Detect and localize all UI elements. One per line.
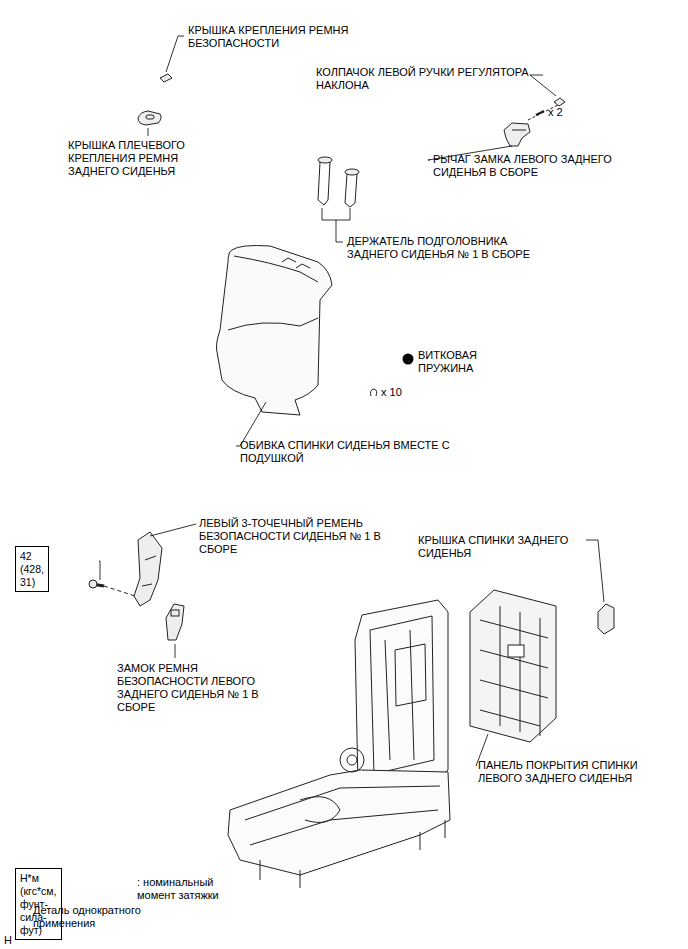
bolt-head [89,580,97,588]
shoulder-cover [138,111,161,125]
figure-code: H [4,934,12,947]
node-text: 42 (428, 31) [20,550,48,589]
lever-edge [512,130,526,131]
seat-cushion [216,246,332,416]
part-label: ПАНЕЛЬ ПОКРЫТИЯ СПИНКИ ЛЕВОГО ЗАДНЕГО СИ… [478,759,656,785]
legend-text: Деталь однократного применения [33,904,158,930]
part-label: КРЫШКА СПИНКИ ЗАДНЕГО СИДЕНЬЯ [418,534,583,560]
torque-box: 42 (428, 31) [15,546,49,592]
one-time-use-dot [403,354,414,365]
back-panel [470,590,556,742]
headrest-holder [318,157,359,207]
anchor-cover [160,74,172,82]
coil-spring [370,389,376,396]
part-label: КРЫШКА КРЕПЛЕНИЯ РЕМНЯ БЕЗОПАСНОСТИ [188,24,373,50]
assembly-line [104,586,135,596]
buckle-slot [171,610,179,616]
seat-belt [134,532,162,606]
part-label: ДЕРЖАТЕЛЬ ПОДГОЛОВНИКА ЗАДНЕГО СИДЕНЬЯ №… [347,235,557,261]
cushion-slot [282,258,310,268]
part-label: ЗАМОК РЕМНЯ БЕЗОПАСНОСТИ ЛЕВОГО ЗАДНЕГО … [117,662,267,714]
belt-detail [142,556,156,586]
part-label: КРЫШКА ПЛЕЧЕВОГО КРЕПЛЕНИЯ РЕМНЯ ЗАДНЕГО… [68,139,203,178]
quantity: x 10 [381,386,402,399]
slot [146,115,154,119]
cushion-seam [228,318,318,330]
lock-lever [504,123,530,146]
part-label: КОЛПАЧОК ЛЕВОЙ РУЧКИ РЕГУЛЯТОРА НАКЛОНА [316,66,546,92]
legend-note: : номинальный момент затяжки [137,876,237,902]
buckle [166,604,184,640]
part-label: ОБИВКА СПИНКИ СИДЕНЬЯ ВМЕСТЕ С ПОДУШКОЙ [240,439,455,465]
part-label: ЛЕВЫЙ 3-ТОЧЕЧНЫЙ РЕМЕНЬ БЕЗОПАСНОСТИ СИД… [199,517,384,556]
seat-frame [228,600,450,888]
handle-cap [554,98,565,106]
back-cover [598,604,614,634]
cushion-seam [234,256,318,282]
part-label: ВИТКОВАЯ ПРУЖИНА [418,349,513,375]
part-label: РЫЧАГ ЗАМКА ЛЕВОГО ЗАДНЕГО СИДЕНЬЯ В СБО… [433,153,633,179]
quantity: x 2 [548,106,563,119]
